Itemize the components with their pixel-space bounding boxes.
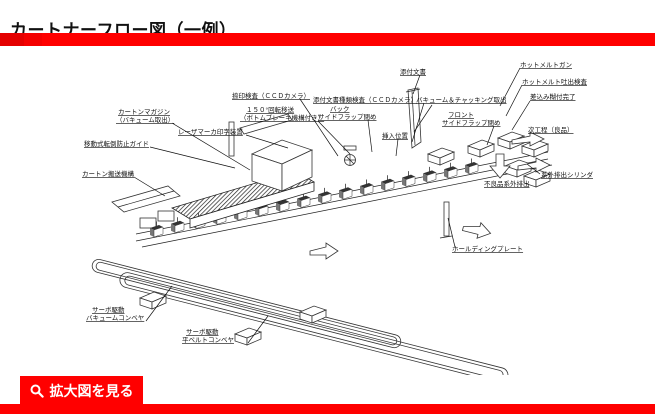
label-carton-magazine: （バキューム取出） — [116, 115, 174, 124]
label-movable-guide: 移動式転倒防止ガイド — [84, 139, 149, 148]
label-carton-magazine: カートンマガジン — [118, 107, 170, 116]
label-vacuum-chucking: バキューム＆チャッキング取出 — [416, 95, 507, 104]
flow-diagram-drawing: カートンマガジン （バキューム取出） 移動式転倒防止ガイド カートン搬送機構 レ… — [82, 60, 594, 375]
label-package-insert: 添付文書 — [400, 67, 427, 76]
red-bar-segment — [0, 33, 24, 46]
label-front-side-flap: サイドフラップ閉め — [442, 119, 501, 127]
label-reject-discharge: 不良品系外排出 — [484, 179, 530, 188]
label-insert-position: 挿入位置 — [382, 131, 409, 140]
label-rotary-transfer: １５０°回転移送 — [246, 105, 295, 114]
label-servo-flat-belt: 平ベルトコンベヤ — [182, 336, 234, 344]
label-holding-plate: ホールディングプレート — [452, 244, 523, 253]
red-bar-segment — [42, 33, 655, 46]
view-enlarged-diagram-label: 拡大図を見る — [49, 382, 134, 399]
label-servo-vacuum-conveyor: バキュームコンベヤ — [86, 314, 144, 322]
lower-conveyors — [91, 259, 509, 375]
leader-lines — [133, 67, 541, 344]
label-next-process-good: 次工程（良品） — [528, 125, 574, 134]
label-carton-transfer: カートン搬送機構 — [82, 169, 135, 178]
cartoner-flow-diagram: カートンマガジン （バキューム取出） 移動式転倒防止ガイド カートン搬送機構 レ… — [0, 50, 655, 375]
red-bar-segment — [24, 33, 42, 46]
closing-discharge-stations — [427, 131, 551, 188]
laser-marker-unit — [250, 139, 314, 192]
label-rotary-transfer: （ボトムブレーキ機構付き） — [240, 113, 324, 122]
label-front-side-flap: フロント — [448, 111, 474, 119]
label-servo-flat-belt: サーボ駆動 — [186, 327, 219, 336]
magnifier-icon — [30, 384, 44, 398]
rotary-feeder — [343, 145, 357, 166]
label-back-side-flap: バック — [330, 105, 350, 113]
label-hotmelt-inspection: ホットメルト吐出検査 — [522, 77, 588, 86]
label-tuck-glue-complete: 差込み糊付完了 — [530, 92, 576, 101]
label-hotmelt-gun: ホットメルトガン — [520, 60, 572, 69]
label-servo-vacuum-conveyor: サーボ駆動 — [92, 305, 125, 314]
label-laser-marker: レーザマーカ印字装置 — [178, 127, 243, 136]
flow-arrows — [309, 221, 492, 260]
label-insert-inspection: 添付文書種類検査（ＣＣＤカメラ） — [313, 95, 417, 104]
footer-red-bar — [0, 404, 655, 414]
view-enlarged-diagram-button[interactable]: 拡大図を見る — [20, 376, 143, 405]
header-red-bar — [0, 33, 655, 46]
label-back-side-flap: サイドフラップ閉め — [318, 113, 377, 121]
label-eject-cylinder: 系外排出シリンダ — [541, 170, 594, 179]
holding-plate-part — [439, 201, 453, 239]
label-stamp-inspection: 捺印検査（ＣＣＤカメラ） — [232, 91, 310, 100]
diagram-labels: カートンマガジン （バキューム取出） 移動式転倒防止ガイド カートン搬送機構 レ… — [82, 60, 594, 344]
